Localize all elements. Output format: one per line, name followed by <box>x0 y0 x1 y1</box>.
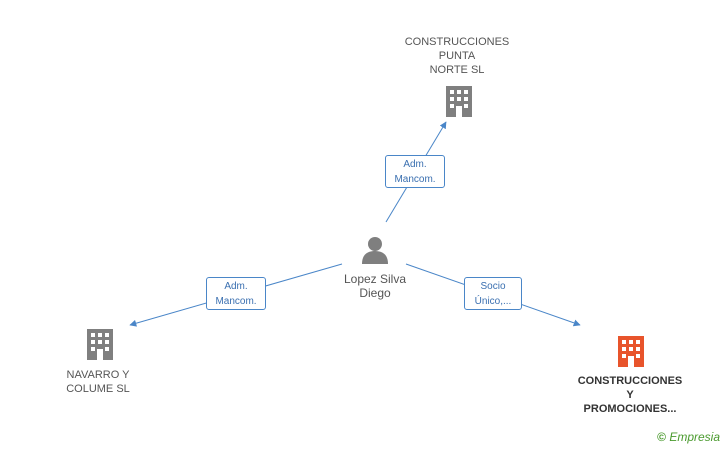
brand-name: Empresia <box>669 430 720 444</box>
edge-label-right[interactable]: Socio Único,... <box>464 277 522 310</box>
building-icon[interactable] <box>618 336 644 367</box>
person-icon[interactable] <box>362 237 388 264</box>
copyright-icon: © <box>657 430 666 444</box>
company-label-right[interactable]: CONSTRUCCIONES Y PROMOCIONES... <box>577 375 683 415</box>
person-label[interactable]: Lopez Silva Diego <box>343 272 407 300</box>
brand-footer: © Empresia <box>657 430 720 444</box>
company-label-left[interactable]: NAVARRO Y COLUME SL <box>66 369 130 395</box>
building-icon[interactable] <box>87 329 113 360</box>
edge-label-top[interactable]: Adm. Mancom. <box>385 155 445 188</box>
company-label-top[interactable]: CONSTRUCCIONES PUNTA NORTE SL <box>404 36 510 76</box>
building-icon[interactable] <box>446 86 472 117</box>
edge-label-left[interactable]: Adm. Mancom. <box>206 277 266 310</box>
